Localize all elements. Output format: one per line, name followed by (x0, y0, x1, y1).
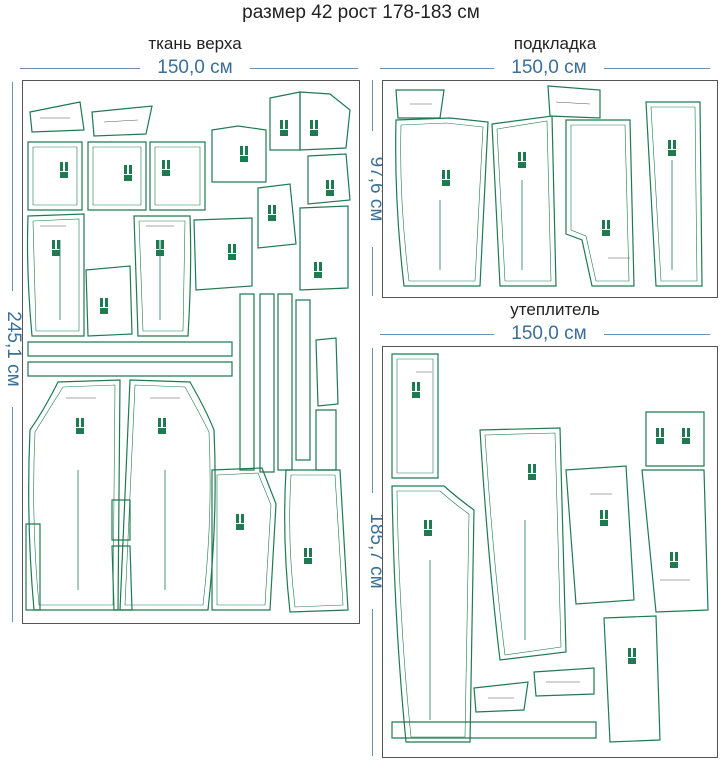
piece-outer-trouser-back (119, 379, 216, 611)
piece-outer-d (211, 125, 267, 183)
piece-outer-f (257, 183, 297, 249)
piece-outer-g (299, 205, 349, 291)
lining-width-label: 150,0 см (494, 57, 604, 79)
piece-outer-e (307, 153, 351, 205)
piece-outer-pocket-flap-1 (29, 101, 85, 133)
piece-ins-strip (391, 721, 597, 739)
piece-outer-strip-v1 (239, 293, 255, 471)
page-title: размер 42 рост 178-183 см (242, 2, 480, 23)
piece-lining-front-2 (491, 115, 557, 287)
piece-outer-trouser-front (28, 379, 121, 611)
piece-outer-side-1 (25, 523, 41, 611)
piece-outer-c (149, 141, 206, 211)
piece-outer-front-right (133, 215, 192, 337)
piece-outer-small-2 (315, 409, 337, 471)
piece-outer-front-left (26, 213, 85, 337)
piece-lining-strip (547, 85, 601, 119)
piece-outer-strip-h1 (27, 341, 233, 357)
piece-outer-overall-2 (284, 469, 349, 613)
piece-outer-strip-v4 (295, 299, 311, 461)
outer-fabric-label: ткань верха (148, 34, 242, 53)
lining-label: подкладка (513, 34, 597, 53)
piece-ins-side-1 (565, 465, 635, 605)
piece-ins-front (391, 353, 439, 479)
piece-outer-pocket-flap-2 (91, 105, 153, 137)
piece-outer-yoke-2 (299, 91, 351, 151)
piece-lining-back (565, 119, 635, 287)
piece-outer-overall-1 (211, 467, 277, 611)
piece-ins-flap-1 (473, 681, 529, 713)
insulation-width-label: 150,0 см (494, 323, 604, 345)
piece-ins-side-2 (645, 411, 705, 467)
size-markers (52, 120, 690, 664)
outer-width-label: 150,0 см (140, 57, 250, 79)
piece-outer-strip-h2 (27, 361, 233, 377)
piece-lining-front-1 (395, 117, 489, 287)
piece-outer-b (87, 141, 147, 211)
piece-ins-trouser-2 (479, 427, 567, 661)
piece-outer-strip-v3 (277, 293, 293, 471)
piece-ins-flap-2 (533, 667, 595, 697)
piece-outer-small-1 (315, 337, 339, 407)
piece-lining-sleeve (645, 101, 703, 287)
piece-outer-pocket (85, 265, 133, 337)
piece-outer-a (27, 141, 83, 211)
piece-ins-lower (603, 615, 661, 743)
piece-outer-hood (193, 217, 253, 291)
insulation-label: утеплитель (510, 300, 600, 319)
piece-ins-trouser-1 (391, 485, 475, 743)
piece-ins-side-3 (641, 469, 709, 613)
piece-outer-knee-1 (111, 499, 131, 541)
piece-outer-strip-v2 (259, 293, 275, 473)
